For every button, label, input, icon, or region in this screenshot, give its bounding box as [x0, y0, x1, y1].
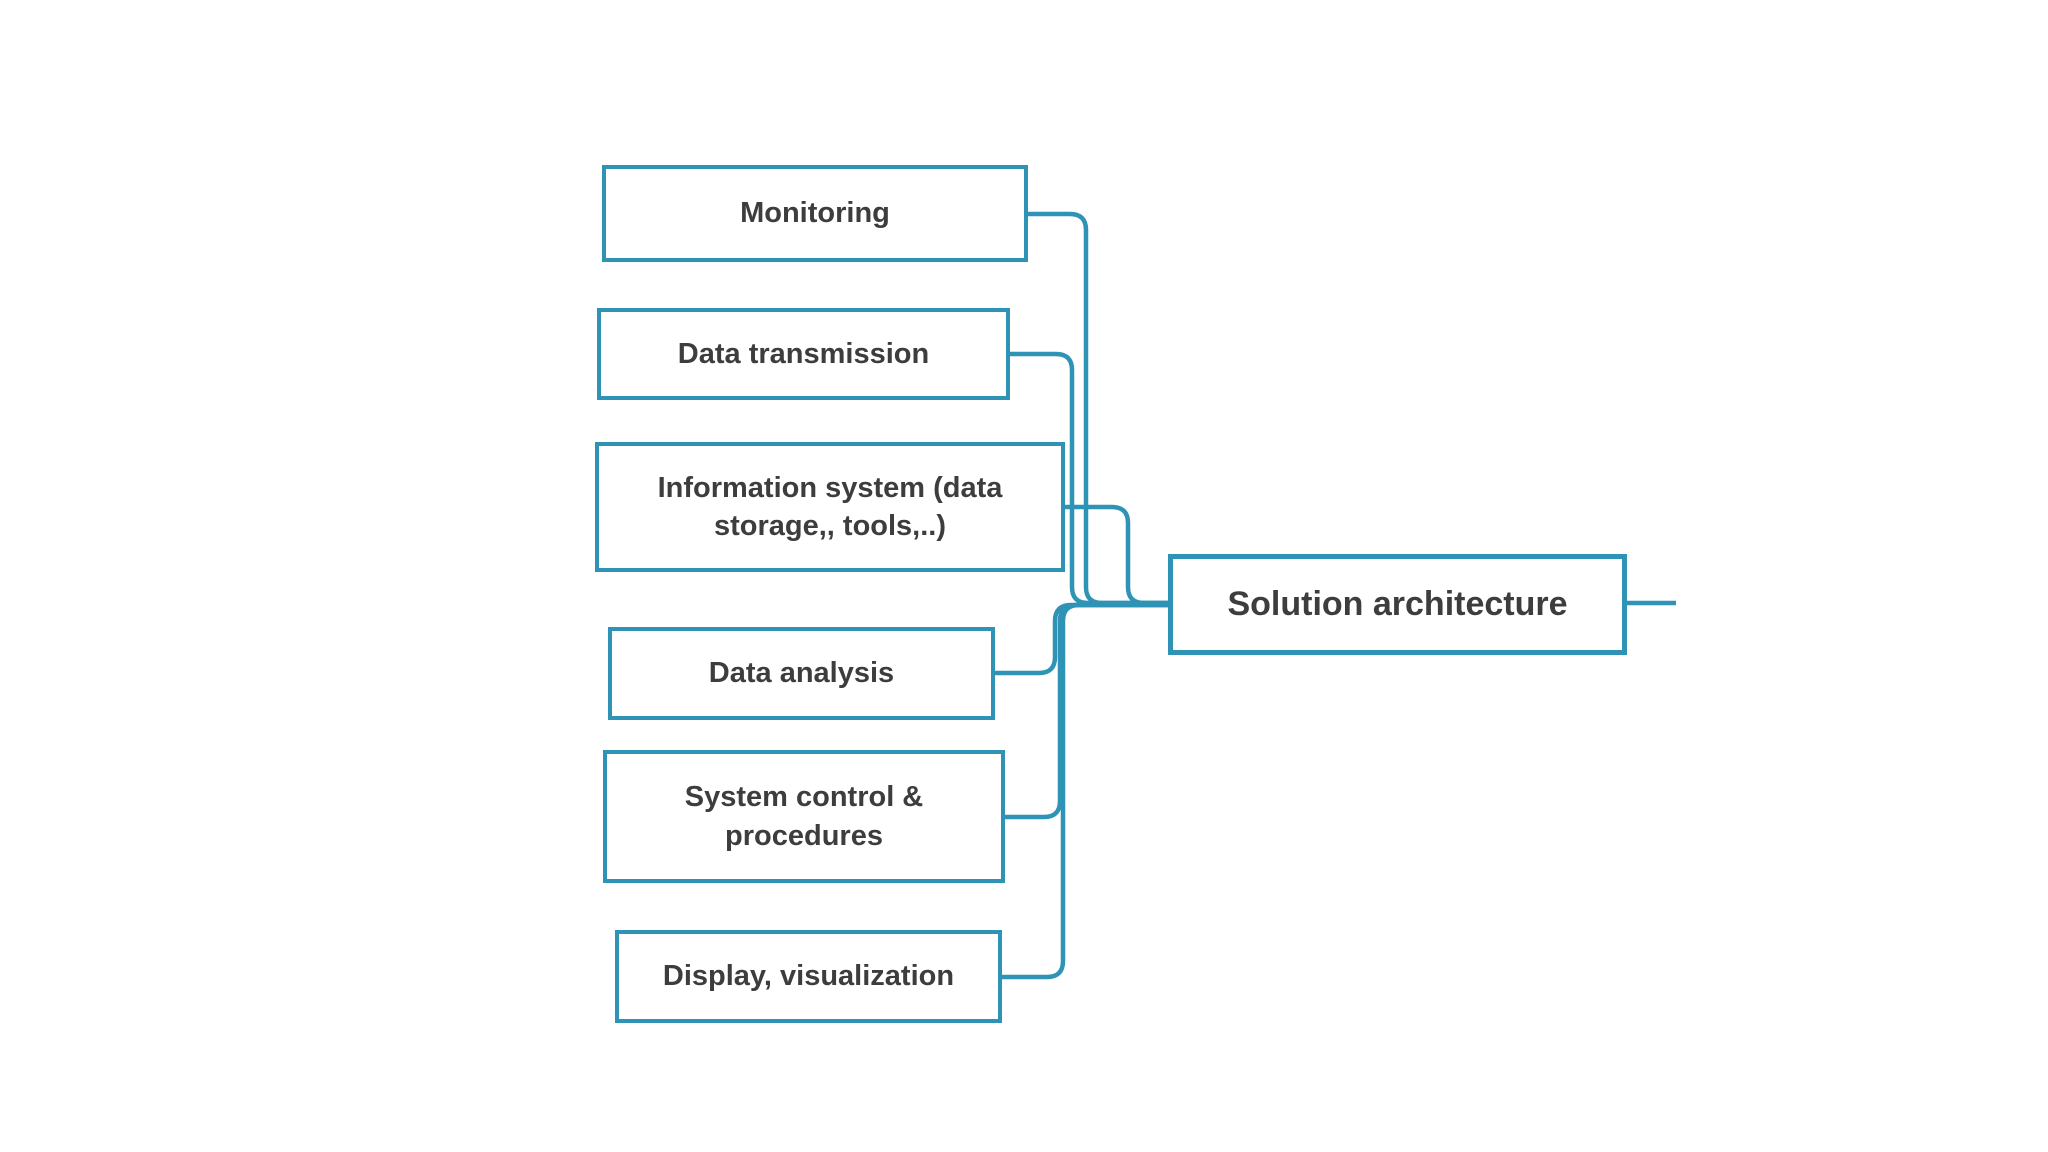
connector-data-analysis [995, 602, 1168, 676]
node-solution-architecture-label: Solution architecture [1227, 585, 1568, 624]
node-data-analysis[interactable]: Data analysis [608, 627, 995, 720]
node-solution-architecture[interactable]: Solution architecture [1168, 554, 1627, 655]
node-monitoring[interactable]: Monitoring [602, 165, 1028, 262]
connector-display-visualization [1002, 602, 1168, 980]
node-display-visualization[interactable]: Display, visualization [615, 930, 1002, 1023]
node-data-analysis-label: Data analysis [708, 657, 895, 690]
connector-information-system [1065, 504, 1168, 606]
connector-system-control [1005, 602, 1168, 820]
node-monitoring-label: Monitoring [740, 197, 890, 230]
node-information-system[interactable]: Information system (data storage,, tools… [595, 442, 1065, 572]
node-display-visualization-label: Display, visualization [662, 960, 955, 993]
node-data-transmission-label: Data transmission [677, 337, 930, 370]
node-data-transmission[interactable]: Data transmission [597, 308, 1010, 400]
node-system-control-label: System control & procedures [684, 781, 924, 852]
node-information-system-label: Information system (data storage,, tools… [657, 471, 1003, 542]
node-system-control[interactable]: System control & procedures [603, 750, 1005, 883]
